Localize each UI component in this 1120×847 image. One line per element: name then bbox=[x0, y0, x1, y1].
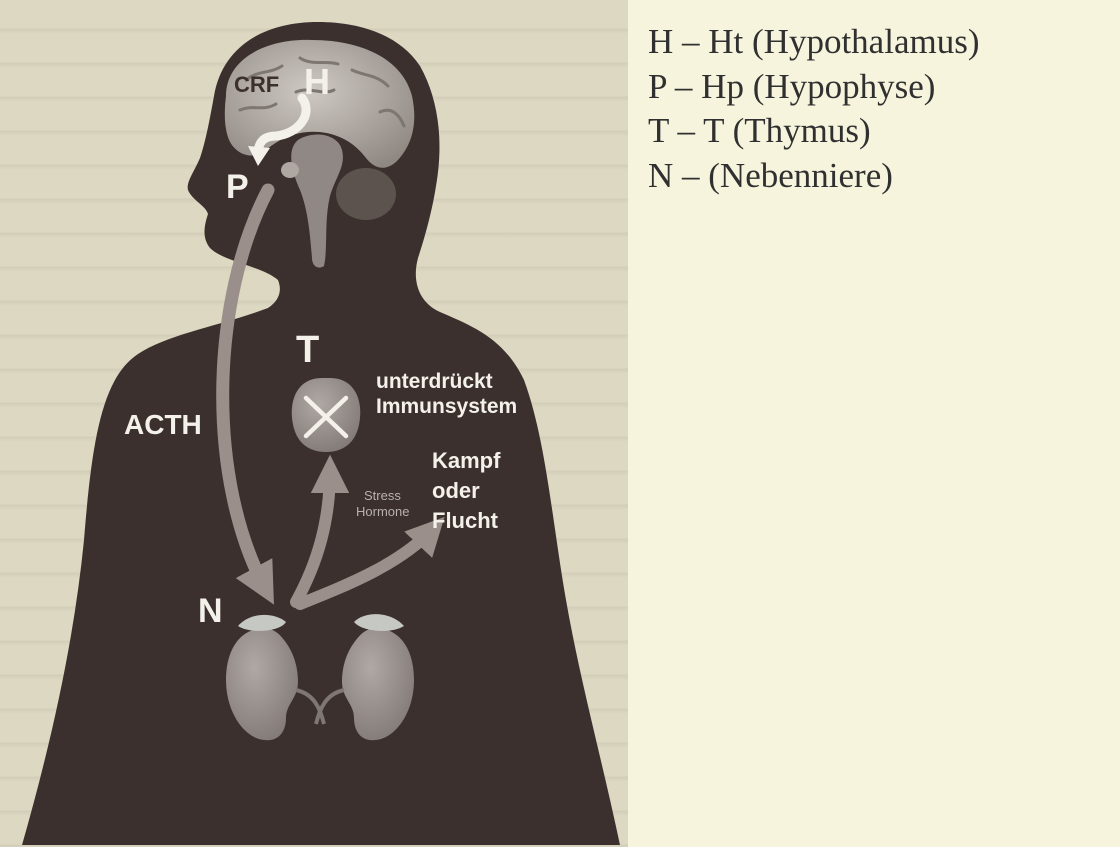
stress-label-line2: Hormone bbox=[356, 504, 409, 519]
legend-item-hypothalamus: H – Ht (Hypothalamus) bbox=[648, 20, 979, 65]
n-label: N bbox=[198, 592, 223, 630]
fight-label-line3: Flucht bbox=[432, 508, 499, 533]
stress-response-figure: CRF H P T ACTH unterdrückt Immunsystem K… bbox=[0, 0, 628, 847]
legend-item-nebenniere: N – (Nebenniere) bbox=[648, 154, 979, 199]
p-label: P bbox=[226, 168, 249, 206]
acth-label: ACTH bbox=[124, 409, 202, 440]
fight-label-line2: oder bbox=[432, 478, 480, 503]
suppress-label-line2: Immunsystem bbox=[376, 395, 517, 418]
crf-label: CRF bbox=[234, 72, 279, 97]
fight-label-line1: Kampf bbox=[432, 448, 501, 473]
legend-item-hypophyse: P – Hp (Hypophyse) bbox=[648, 65, 979, 110]
suppress-label-line1: unterdrückt bbox=[376, 370, 493, 393]
h-label: H bbox=[304, 61, 330, 102]
legend-item-thymus: T – T (Thymus) bbox=[648, 109, 979, 154]
legend: H – Ht (Hypothalamus) P – Hp (Hypophyse)… bbox=[648, 20, 979, 198]
thymus bbox=[292, 378, 361, 452]
stress-label-line1: Stress bbox=[364, 488, 401, 503]
t-label: T bbox=[296, 329, 319, 371]
